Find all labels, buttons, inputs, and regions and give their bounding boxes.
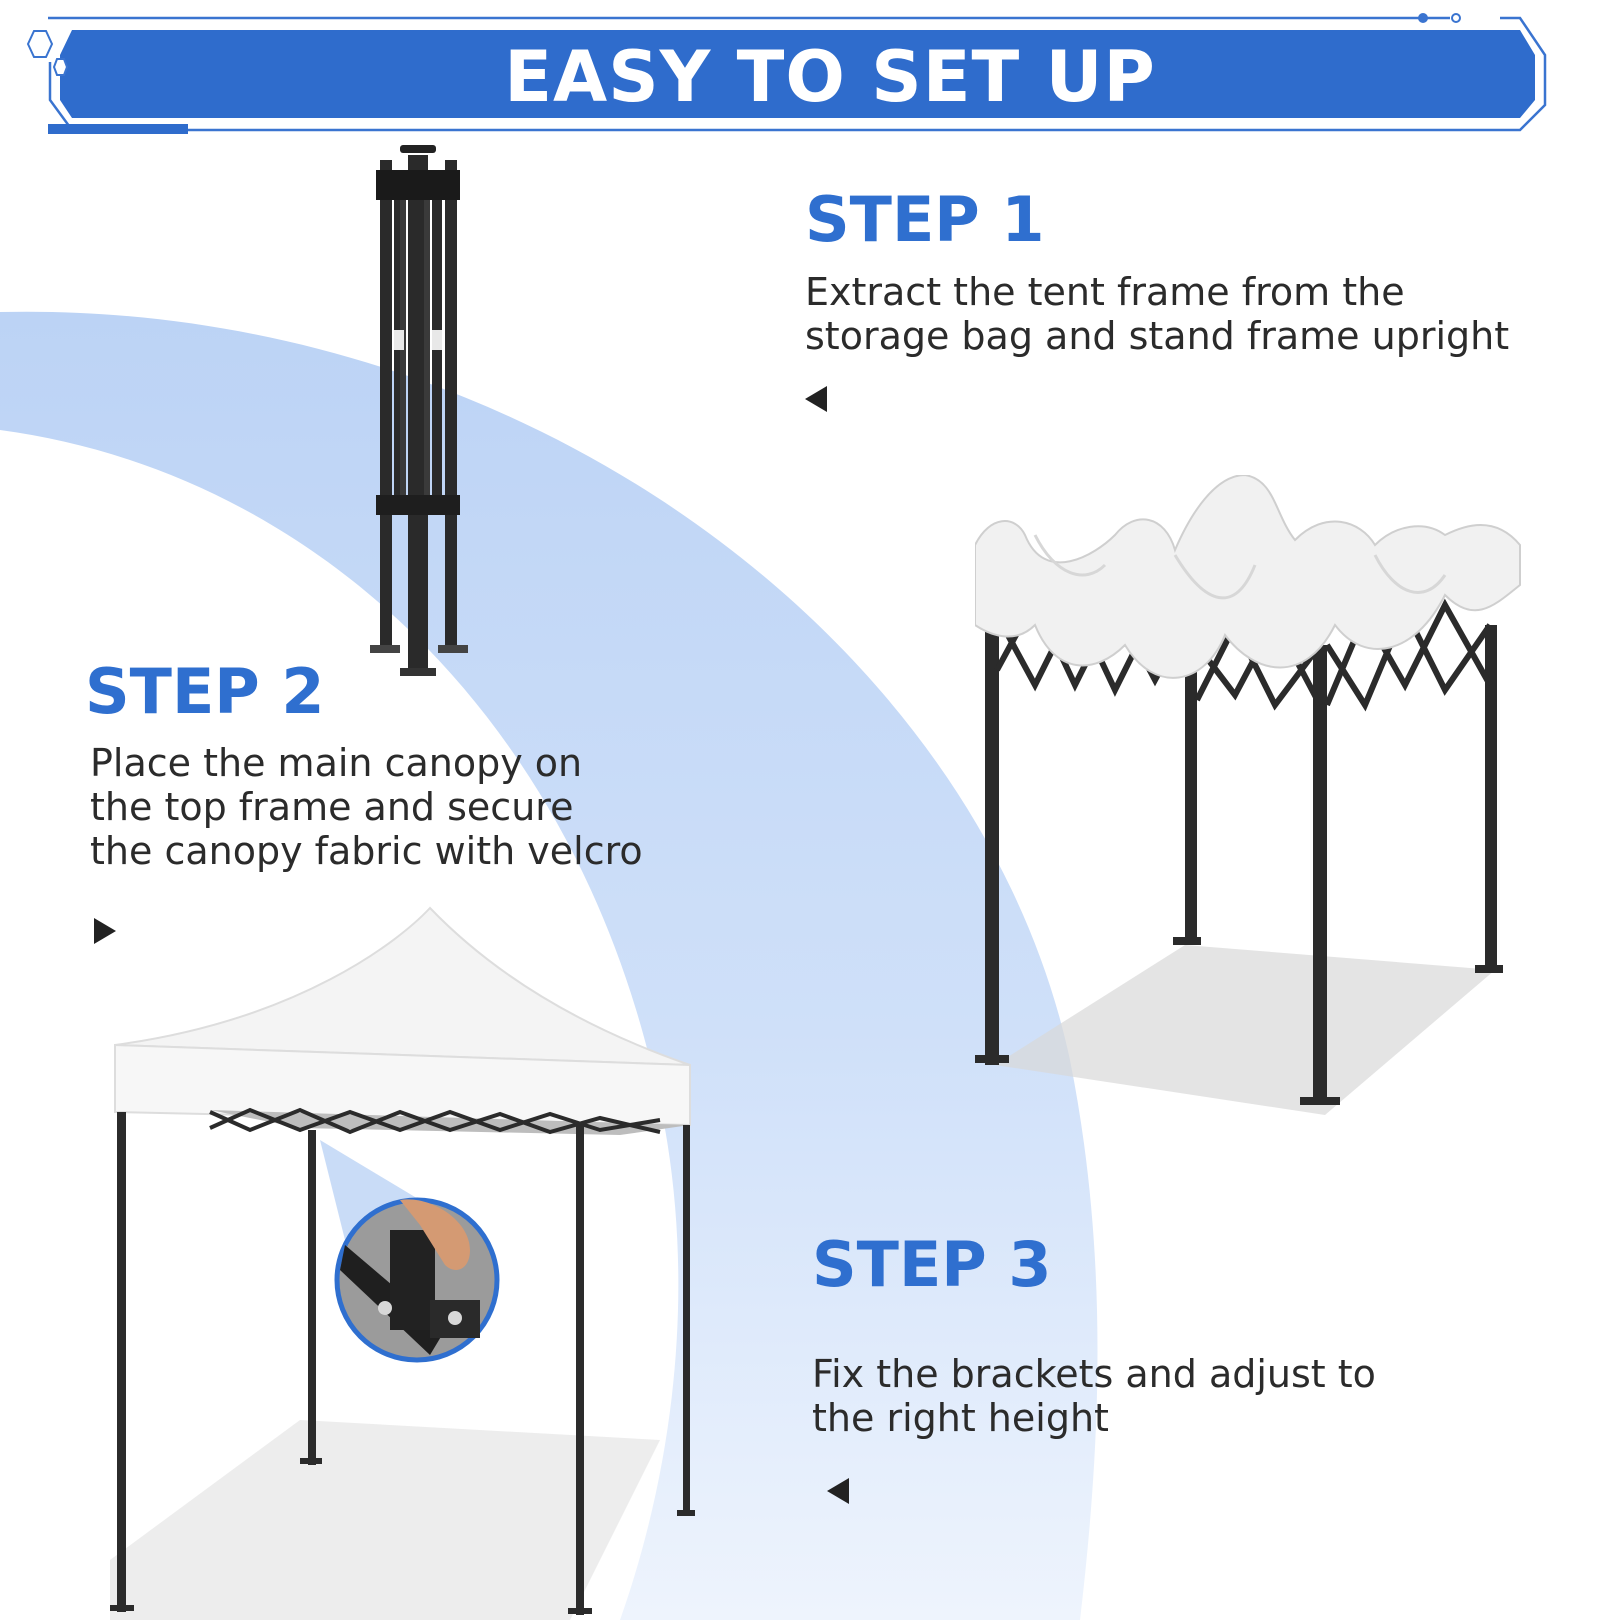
arrow-right-icon <box>94 918 116 944</box>
bracket-closeup-icon <box>334 1197 500 1363</box>
arrow-left-icon <box>805 386 827 412</box>
step-2-heading: STEP 2 <box>85 655 325 728</box>
assembled-tent-illustration <box>110 906 695 1620</box>
dot-icon <box>1451 13 1461 23</box>
title-banner: EASY TO SET UP <box>0 0 1620 150</box>
step-1-heading: STEP 1 <box>805 183 1045 256</box>
hexagon-icon <box>26 30 54 58</box>
step-3-description: Fix the brackets and adjust to the right… <box>812 1352 1376 1440</box>
folded-frame-illustration <box>370 145 468 676</box>
step-2-description: Place the main canopy on the top frame a… <box>90 741 643 873</box>
banner-frame <box>26 13 1547 134</box>
hexagon-icon <box>52 58 69 76</box>
step-1-description: Extract the tent frame from the storage … <box>805 270 1510 358</box>
draped-canopy-illustration <box>975 475 1521 1115</box>
step-3-heading: STEP 3 <box>812 1228 1052 1301</box>
arrow-left-icon <box>827 1478 849 1504</box>
banner-title: EASY TO SET UP <box>504 36 1156 118</box>
dot-icon <box>1418 13 1428 23</box>
